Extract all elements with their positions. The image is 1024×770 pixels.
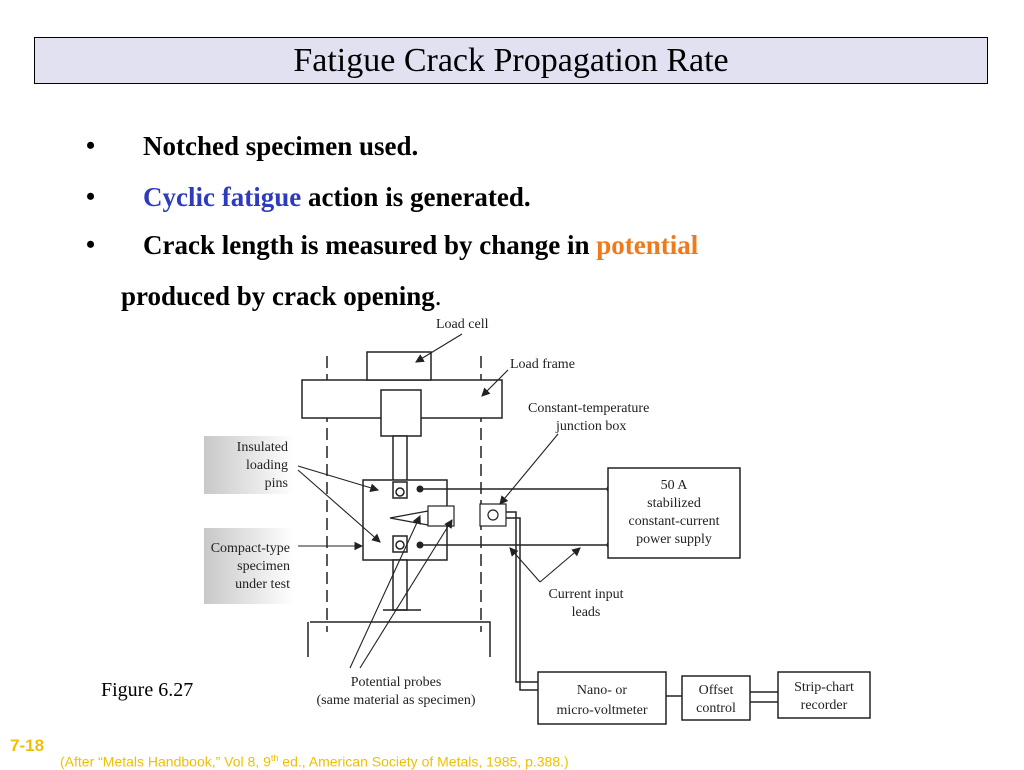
label-voltmeter-2: micro-voltmeter (557, 703, 648, 718)
offset-control (681, 675, 751, 721)
label-probes-2: (same material as specimen) (317, 693, 476, 708)
leader-lines (297, 333, 581, 669)
bullet-marker-1: • (86, 131, 96, 160)
title-box: Fatigue Crack Propagation Rate (34, 37, 988, 84)
bullet-2: Cyclic fatigue action is generated. (143, 182, 531, 213)
label-specimen-1: Compact-type (211, 541, 290, 556)
bullet-marker-3: • (86, 230, 96, 259)
bullet-3-text-cont: produced by crack opening (121, 281, 435, 311)
pins-label-shade (204, 436, 294, 494)
label-power-4: power supply (636, 532, 712, 547)
label-offset-2: control (696, 701, 736, 716)
bullet-3: Crack length is measured by change in po… (143, 230, 698, 261)
label-load-cell: Load cell (436, 317, 489, 332)
bullet-3-text: Crack length is measured by change in (143, 230, 597, 260)
instrument-boxes (537, 467, 871, 725)
label-junction-box-2: junction box (555, 419, 626, 434)
label-specimen-2: specimen (237, 559, 290, 574)
label-power-3: constant-current (629, 514, 720, 529)
source-credit: (After “Metals Handbook,” Vol 8, 9th ed.… (60, 753, 569, 770)
bullet-3-period: . (434, 281, 442, 311)
credit-text-after: ed., American Society of Metals, 1985, p… (278, 753, 569, 770)
bullet-1: Notched specimen used. (143, 131, 418, 162)
slide-number: 7-18 (10, 736, 45, 755)
label-offset-1: Offset (699, 683, 734, 698)
load-frame (301, 351, 503, 657)
bullet-2-text: action is generated. (301, 182, 531, 212)
label-specimen-3: under test (235, 577, 290, 592)
label-pins-1: Insulated (237, 440, 288, 455)
credit-text-before: (After “Metals Handbook,” Vol 8, 9 (60, 753, 271, 770)
specimen-label-shade (204, 528, 294, 604)
power-supply (607, 467, 741, 559)
label-pins-3: pins (265, 476, 288, 491)
label-recorder-1: Strip-chart (794, 680, 854, 695)
figure-caption: Figure 6.27 (101, 679, 194, 701)
bullet-2-highlight: Cyclic fatigue (143, 182, 302, 212)
label-power-2: stabilized (647, 496, 701, 511)
strip-chart-recorder (777, 671, 871, 719)
label-junction-box-1: Constant-temperature (528, 401, 649, 416)
label-pins-2: loading (246, 458, 288, 473)
bullet-marker-2: • (86, 182, 96, 211)
current-leads (420, 488, 610, 546)
fatigue-test-diagram: Load cell Load frame Constant-temperatur… (204, 317, 871, 725)
label-leads-1: Current input (548, 587, 623, 602)
probe-wires (506, 511, 538, 691)
label-recorder-2: recorder (801, 698, 848, 713)
instrument-links (666, 691, 778, 703)
bullet-3-continuation: produced by crack opening. (121, 281, 442, 312)
junction-box (427, 503, 507, 527)
label-probes-1: Potential probes (351, 675, 442, 690)
label-leads-2: leads (572, 605, 601, 620)
label-voltmeter-1: Nano- or (577, 683, 627, 698)
voltmeter (537, 671, 667, 725)
label-power-1: 50 A (661, 478, 689, 493)
credit-superscript: th (270, 753, 279, 763)
slide-title: Fatigue Crack Propagation Rate (293, 41, 729, 79)
label-load-frame: Load frame (510, 357, 575, 372)
loading-pins (392, 481, 408, 553)
bullet-list: • Notched specimen used. • Cyclic fatigu… (0, 0, 1024, 320)
bullet-1-text: Notched specimen used. (143, 131, 419, 161)
bullet-3-highlight: potential (596, 230, 699, 260)
